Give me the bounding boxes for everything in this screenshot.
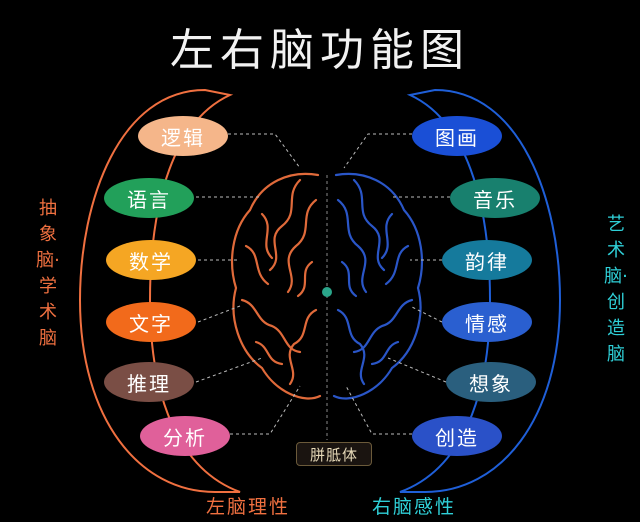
right-function-emotion: 情感: [442, 302, 532, 342]
right-brain: [332, 172, 424, 400]
right-side-label: 艺术脑·创造脑: [604, 214, 628, 365]
right-function-imagination: 想象: [446, 362, 536, 402]
left-side-label: 抽象脑·学术脑: [36, 198, 60, 349]
right-function-rhythm: 韵律: [442, 240, 532, 280]
left-function-logic: 逻辑: [138, 116, 228, 156]
left-function-analysis: 分析: [140, 416, 230, 456]
center-node: [322, 287, 332, 297]
corpus-callosum-label: 胼胝体: [296, 442, 372, 466]
left-function-reasoning: 推理: [104, 362, 194, 402]
bottom-left-label: 左脑理性: [206, 496, 291, 518]
bottom-right-label: 右脑感性: [372, 496, 457, 518]
left-function-language: 语言: [104, 178, 194, 218]
right-function-drawing: 图画: [412, 116, 502, 156]
right-function-creation: 创造: [412, 416, 502, 456]
right-function-music: 音乐: [450, 178, 540, 218]
left-brain: [230, 172, 322, 400]
page-title: 左右脑功能图: [170, 25, 470, 76]
left-function-math: 数学: [106, 240, 196, 280]
left-function-writing: 文字: [106, 302, 196, 342]
